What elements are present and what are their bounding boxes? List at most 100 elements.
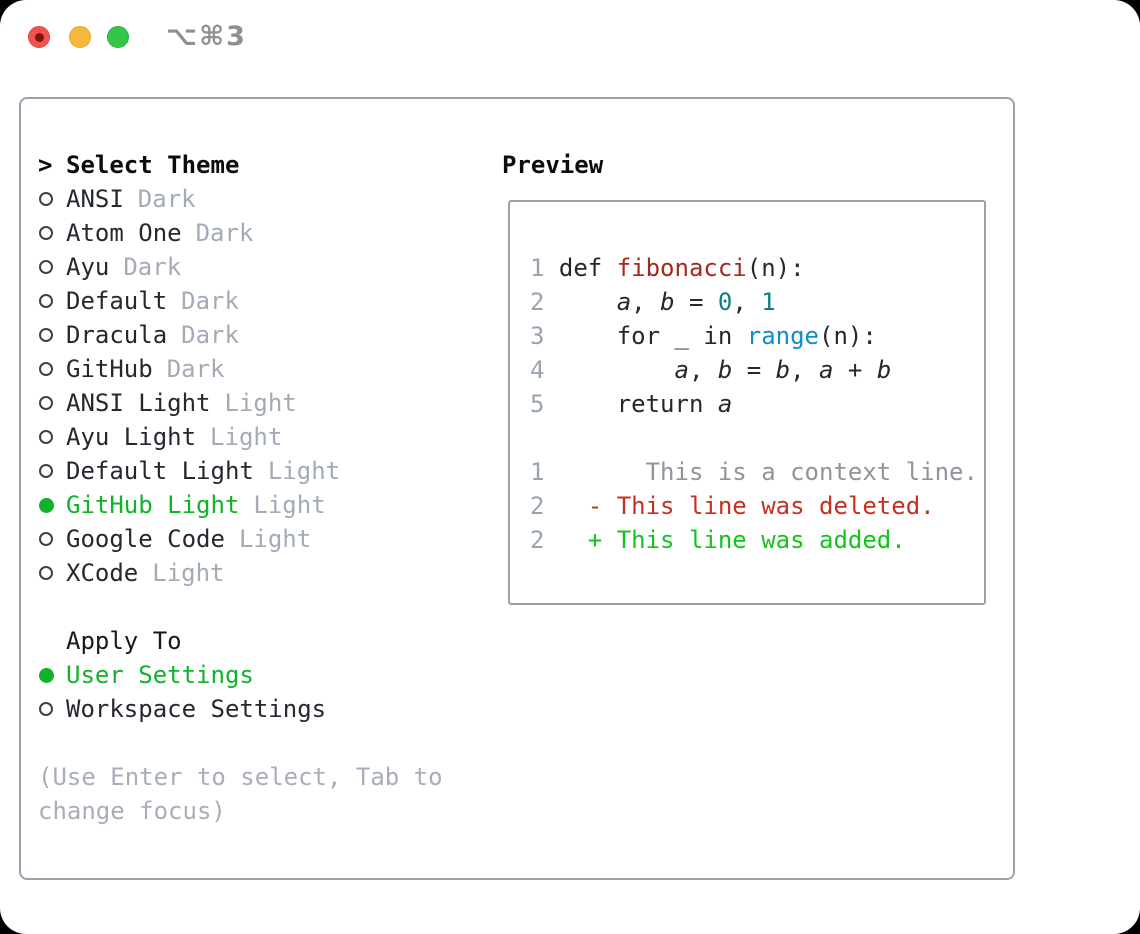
- code-segment: a: [717, 390, 733, 418]
- close-button[interactable]: [28, 26, 50, 48]
- diff-line-context: 1 This is a context line.: [530, 455, 984, 489]
- theme-option[interactable]: Default Light Light: [38, 454, 478, 488]
- code-segment: def: [558, 254, 617, 282]
- diff-text: - This line was deleted.: [558, 492, 935, 520]
- maximize-button[interactable]: [107, 26, 129, 48]
- theme-variant-tag: Light: [224, 389, 297, 417]
- theme-option[interactable]: GitHub Light Light: [38, 488, 478, 522]
- theme-variant-tag: Light: [152, 559, 225, 587]
- circle-outline-icon: [39, 294, 53, 308]
- line-number: 2: [530, 492, 559, 520]
- code-segment: [559, 288, 617, 316]
- filled-circle-icon: [39, 667, 54, 683]
- theme-label: Dracula: [66, 321, 168, 349]
- radio-unselected-icon: [38, 362, 66, 376]
- code-segment: range: [746, 322, 819, 350]
- theme-variant-tag: Light: [267, 457, 341, 485]
- radio-unselected-icon: [38, 294, 66, 308]
- circle-outline-icon: [39, 328, 53, 342]
- theme-label: GitHub Light: [66, 491, 240, 519]
- apply-target-option[interactable]: Workspace Settings: [38, 692, 478, 726]
- theme-variant-tag: Dark: [166, 355, 225, 383]
- circle-outline-icon: [39, 226, 53, 240]
- select-theme-header: > Select Theme: [38, 148, 478, 182]
- theme-option[interactable]: ANSI Dark: [38, 182, 478, 216]
- code-segment: 0: [717, 288, 733, 316]
- theme-label: XCode: [66, 559, 139, 587]
- theme-variant-tag: Dark: [137, 185, 196, 213]
- apply-target-option[interactable]: User Settings: [38, 658, 478, 692]
- radio-unselected-icon: [38, 192, 66, 206]
- theme-option[interactable]: XCode Light: [38, 556, 478, 590]
- radio-unselected-icon: [38, 430, 66, 444]
- theme-variant-tag: Dark: [123, 253, 182, 281]
- theme-label: ANSI Light: [66, 389, 211, 417]
- theme-label: ANSI: [66, 185, 124, 213]
- line-number: 3: [530, 322, 559, 350]
- circle-outline-icon: [39, 702, 53, 716]
- diff-text: + This line was added.: [558, 526, 906, 554]
- diff-text: This is a context line.: [558, 458, 978, 486]
- theme-label: Ayu Light: [66, 423, 197, 451]
- radio-unselected-icon: [38, 702, 66, 716]
- circle-outline-icon: [39, 362, 53, 376]
- code-segment: b: [717, 356, 733, 384]
- code-segment: fibonacci: [616, 254, 747, 282]
- radio-selected-icon: [38, 497, 66, 513]
- circle-outline-icon: [39, 430, 53, 444]
- hint-text: (Use Enter to select, Tab to change focu…: [38, 763, 443, 825]
- theme-variant-tag: Light: [253, 491, 326, 519]
- radio-unselected-icon: [38, 226, 66, 240]
- theme-label: GitHub: [66, 355, 153, 383]
- theme-label: Default: [66, 287, 168, 315]
- line-number: 2: [530, 288, 559, 316]
- code-segment: return: [558, 390, 718, 418]
- code-segment: 1: [761, 288, 776, 316]
- code-segment: ,: [732, 288, 762, 316]
- blank-line: [530, 421, 984, 455]
- preview-header: Preview: [502, 151, 604, 179]
- theme-label: Default Light: [66, 457, 254, 485]
- select-theme-header-label: Select Theme: [66, 151, 240, 179]
- diff-line-added: 2 + This line was added.: [530, 523, 984, 557]
- minimize-button[interactable]: [69, 26, 91, 48]
- theme-option[interactable]: ANSI Light Light: [38, 386, 478, 420]
- theme-variant-tag: Light: [210, 423, 283, 451]
- code-segment: b: [775, 356, 791, 384]
- code-line: 1 def fibonacci(n):: [530, 251, 984, 285]
- code-segment: =: [674, 288, 718, 316]
- chevron-right-icon: >: [38, 151, 53, 179]
- theme-option[interactable]: GitHub Dark: [38, 352, 478, 386]
- spacer: [38, 590, 478, 624]
- theme-option[interactable]: Ayu Light Light: [38, 420, 478, 454]
- theme-label: Ayu: [66, 253, 110, 281]
- circle-outline-icon: [39, 566, 53, 580]
- circle-outline-icon: [39, 464, 53, 478]
- theme-option[interactable]: Ayu Dark: [38, 250, 478, 284]
- circle-outline-icon: [39, 532, 53, 546]
- code-segment: a: [616, 288, 632, 316]
- code-segment: (n):: [819, 322, 877, 350]
- radio-unselected-icon: [38, 396, 66, 410]
- radio-selected-icon: [38, 667, 66, 683]
- filled-circle-icon: [39, 497, 54, 513]
- close-button-dot-icon: [34, 32, 44, 42]
- code-segment: [559, 356, 675, 384]
- line-number: 5: [530, 390, 559, 418]
- code-segment: ,: [631, 288, 661, 316]
- line-number: 1: [530, 254, 559, 282]
- code-segment: +: [833, 356, 877, 384]
- code-line: 3 for _ in range(n):: [530, 319, 984, 353]
- focus-cursor-marker: >: [38, 151, 66, 179]
- code-segment: a: [819, 356, 834, 384]
- theme-label: Google Code: [66, 525, 225, 553]
- apply-to-header: Apply To: [38, 624, 478, 658]
